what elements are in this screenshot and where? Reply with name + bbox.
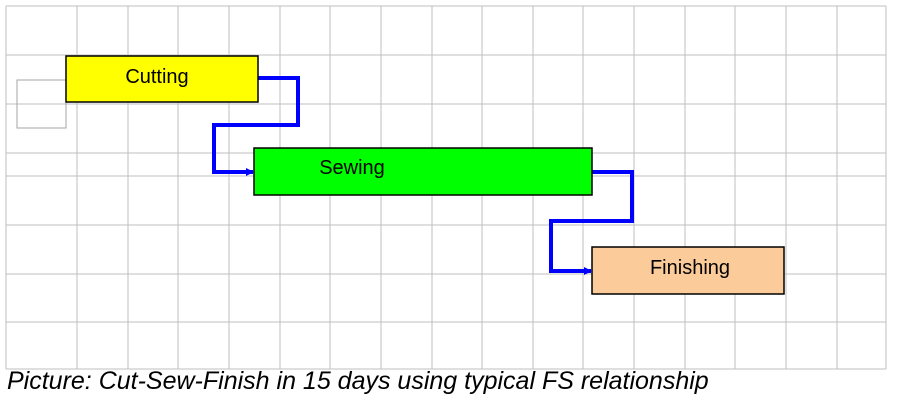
task-label-finishing: Finishing — [650, 257, 730, 279]
task-finishing[interactable]: Finishing — [591, 246, 785, 295]
task-sewing[interactable]: Sewing — [253, 147, 593, 196]
figure-caption: Picture: Cut-Sew-Finish in 15 days using… — [7, 367, 709, 395]
task-label-sewing: Sewing — [319, 157, 385, 179]
task-bar-finishing — [591, 246, 785, 295]
empty-cell-box — [16, 79, 67, 129]
fs-connector-sewing-finishing — [549, 170, 634, 275]
task-label-cutting: Cutting — [125, 66, 188, 88]
task-bar-sewing — [253, 147, 593, 196]
fs-connector-cutting-sewing — [212, 76, 300, 176]
task-cutting[interactable]: Cutting — [65, 55, 259, 103]
gantt-diagram: Cutting Sewing Finishing — [5, 5, 887, 370]
task-bar-cutting — [65, 55, 259, 103]
